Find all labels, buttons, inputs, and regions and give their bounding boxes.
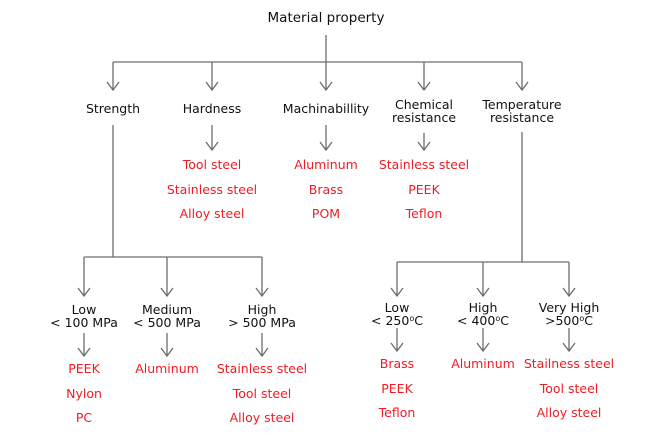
category-machinability-material-item: Brass (308, 181, 344, 197)
subcategory-temp-low-line: Low (384, 300, 410, 315)
subcategory-strength-high-material-item: Stainless steel (216, 361, 308, 376)
arrow-down-icon (160, 257, 174, 298)
category-strength: Strength (86, 102, 140, 115)
arrow-down-icon (77, 257, 91, 298)
category-temperature-resistance-line: resistance (489, 110, 555, 125)
arrow-down-icon (319, 62, 333, 92)
category-chemical-resistance-material-item: Teflon (405, 206, 443, 221)
subcategory-temp-very-high-material-item: Tool steel (539, 380, 599, 396)
category-hardness-material-item: Alloy steel (179, 206, 245, 221)
category-machinability-material-item: Aluminum (294, 157, 358, 172)
subcategory-temp-low-material-item: PEEK (381, 380, 413, 396)
category-strength-line: Strength (85, 101, 141, 116)
subcategory-strength-medium-line: Medium (142, 302, 192, 317)
subcategory-temp-very-high-line: >500oC (545, 313, 593, 328)
arrow-down-icon (205, 125, 219, 152)
category-chemical-resistance-line: Chemical (394, 97, 453, 112)
subcategory-temp-low: Low< 250oC (371, 301, 423, 327)
arrow-down-icon (562, 328, 576, 353)
subcategory-strength-high: High> 500 MPa (228, 303, 296, 329)
arrow-down-icon (476, 262, 490, 298)
subcategory-temp-high-line: < 400oC (457, 313, 509, 328)
subcategory-strength-high-line: High (247, 302, 277, 317)
subcategory-temp-high: High< 400oC (457, 301, 509, 327)
category-hardness-line: Hardness (182, 101, 242, 116)
arrow-down-icon (319, 125, 333, 152)
arrow-down-icon (417, 62, 431, 92)
subcategory-strength-medium-line: < 500 MPa (133, 315, 201, 330)
subcategory-strength-high-material-item: Tool steel (232, 385, 292, 401)
arrow-down-icon (77, 333, 91, 358)
subcategory-temp-very-high-material-item: Stailness steel (523, 356, 615, 371)
subcategory-strength-high-material-item: Alloy steel (229, 410, 295, 425)
arrow-down-icon (390, 328, 404, 353)
subcategory-strength-low-material-item: PC (75, 410, 93, 425)
category-machinability-line: Machinabillity (282, 101, 370, 116)
subcategory-temp-low-line: < 250oC (371, 313, 423, 328)
subcategory-temp-very-high-material-item: Alloy steel (536, 405, 602, 420)
arrow-down-icon (562, 262, 576, 298)
subcategory-strength-low-line: < 100 MPa (50, 315, 118, 330)
subcategory-strength-medium: Medium< 500 MPa (133, 303, 201, 329)
subcategory-strength-low: Low< 100 MPa (50, 303, 118, 329)
category-machinability-material-item: POM (311, 206, 341, 221)
category-hardness-material-item: Stainless steel (166, 181, 258, 197)
subcategory-temp-low-material-item: Teflon (378, 405, 416, 420)
arrow-down-icon (255, 257, 269, 298)
root-node-title: Material property (267, 10, 385, 26)
arrow-down-icon (205, 62, 219, 92)
category-temperature-resistance-line: Temperature (482, 97, 562, 112)
subcategory-temp-high-material-item: Aluminum (451, 356, 515, 371)
subcategory-temp-low-material-item: Brass (379, 356, 415, 371)
arrow-down-icon (476, 328, 490, 353)
subcategory-temp-very-high: Very High>500oC (539, 301, 600, 327)
category-hardness-material-item: Tool steel (182, 157, 242, 172)
subcategory-strength-medium-material-item: Aluminum (135, 361, 199, 376)
arrow-down-icon (106, 62, 120, 92)
category-machinability: Machinabillity (283, 102, 369, 115)
subcategory-temp-high-line: High (468, 300, 498, 315)
subcategory-strength-low-material-item: PEEK (68, 361, 100, 376)
arrow-down-icon (390, 262, 404, 298)
subcategory-temp-very-high-line: Very High (538, 300, 600, 315)
arrow-down-icon (160, 333, 174, 358)
category-chemical-resistance-line: resistance (391, 110, 457, 125)
subcategory-strength-low-line: Low (71, 302, 97, 317)
subcategory-strength-high-line: > 500 MPa (228, 315, 296, 330)
subcategory-strength-low-material-item: Nylon (66, 385, 102, 401)
category-chemical-resistance-material-item: PEEK (408, 181, 440, 197)
arrow-down-icon (515, 62, 529, 92)
category-hardness: Hardness (183, 102, 242, 115)
arrow-down-icon (255, 333, 269, 358)
category-chemical-resistance-material-item: Stainless steel (378, 157, 470, 172)
arrow-down-icon (417, 133, 431, 152)
